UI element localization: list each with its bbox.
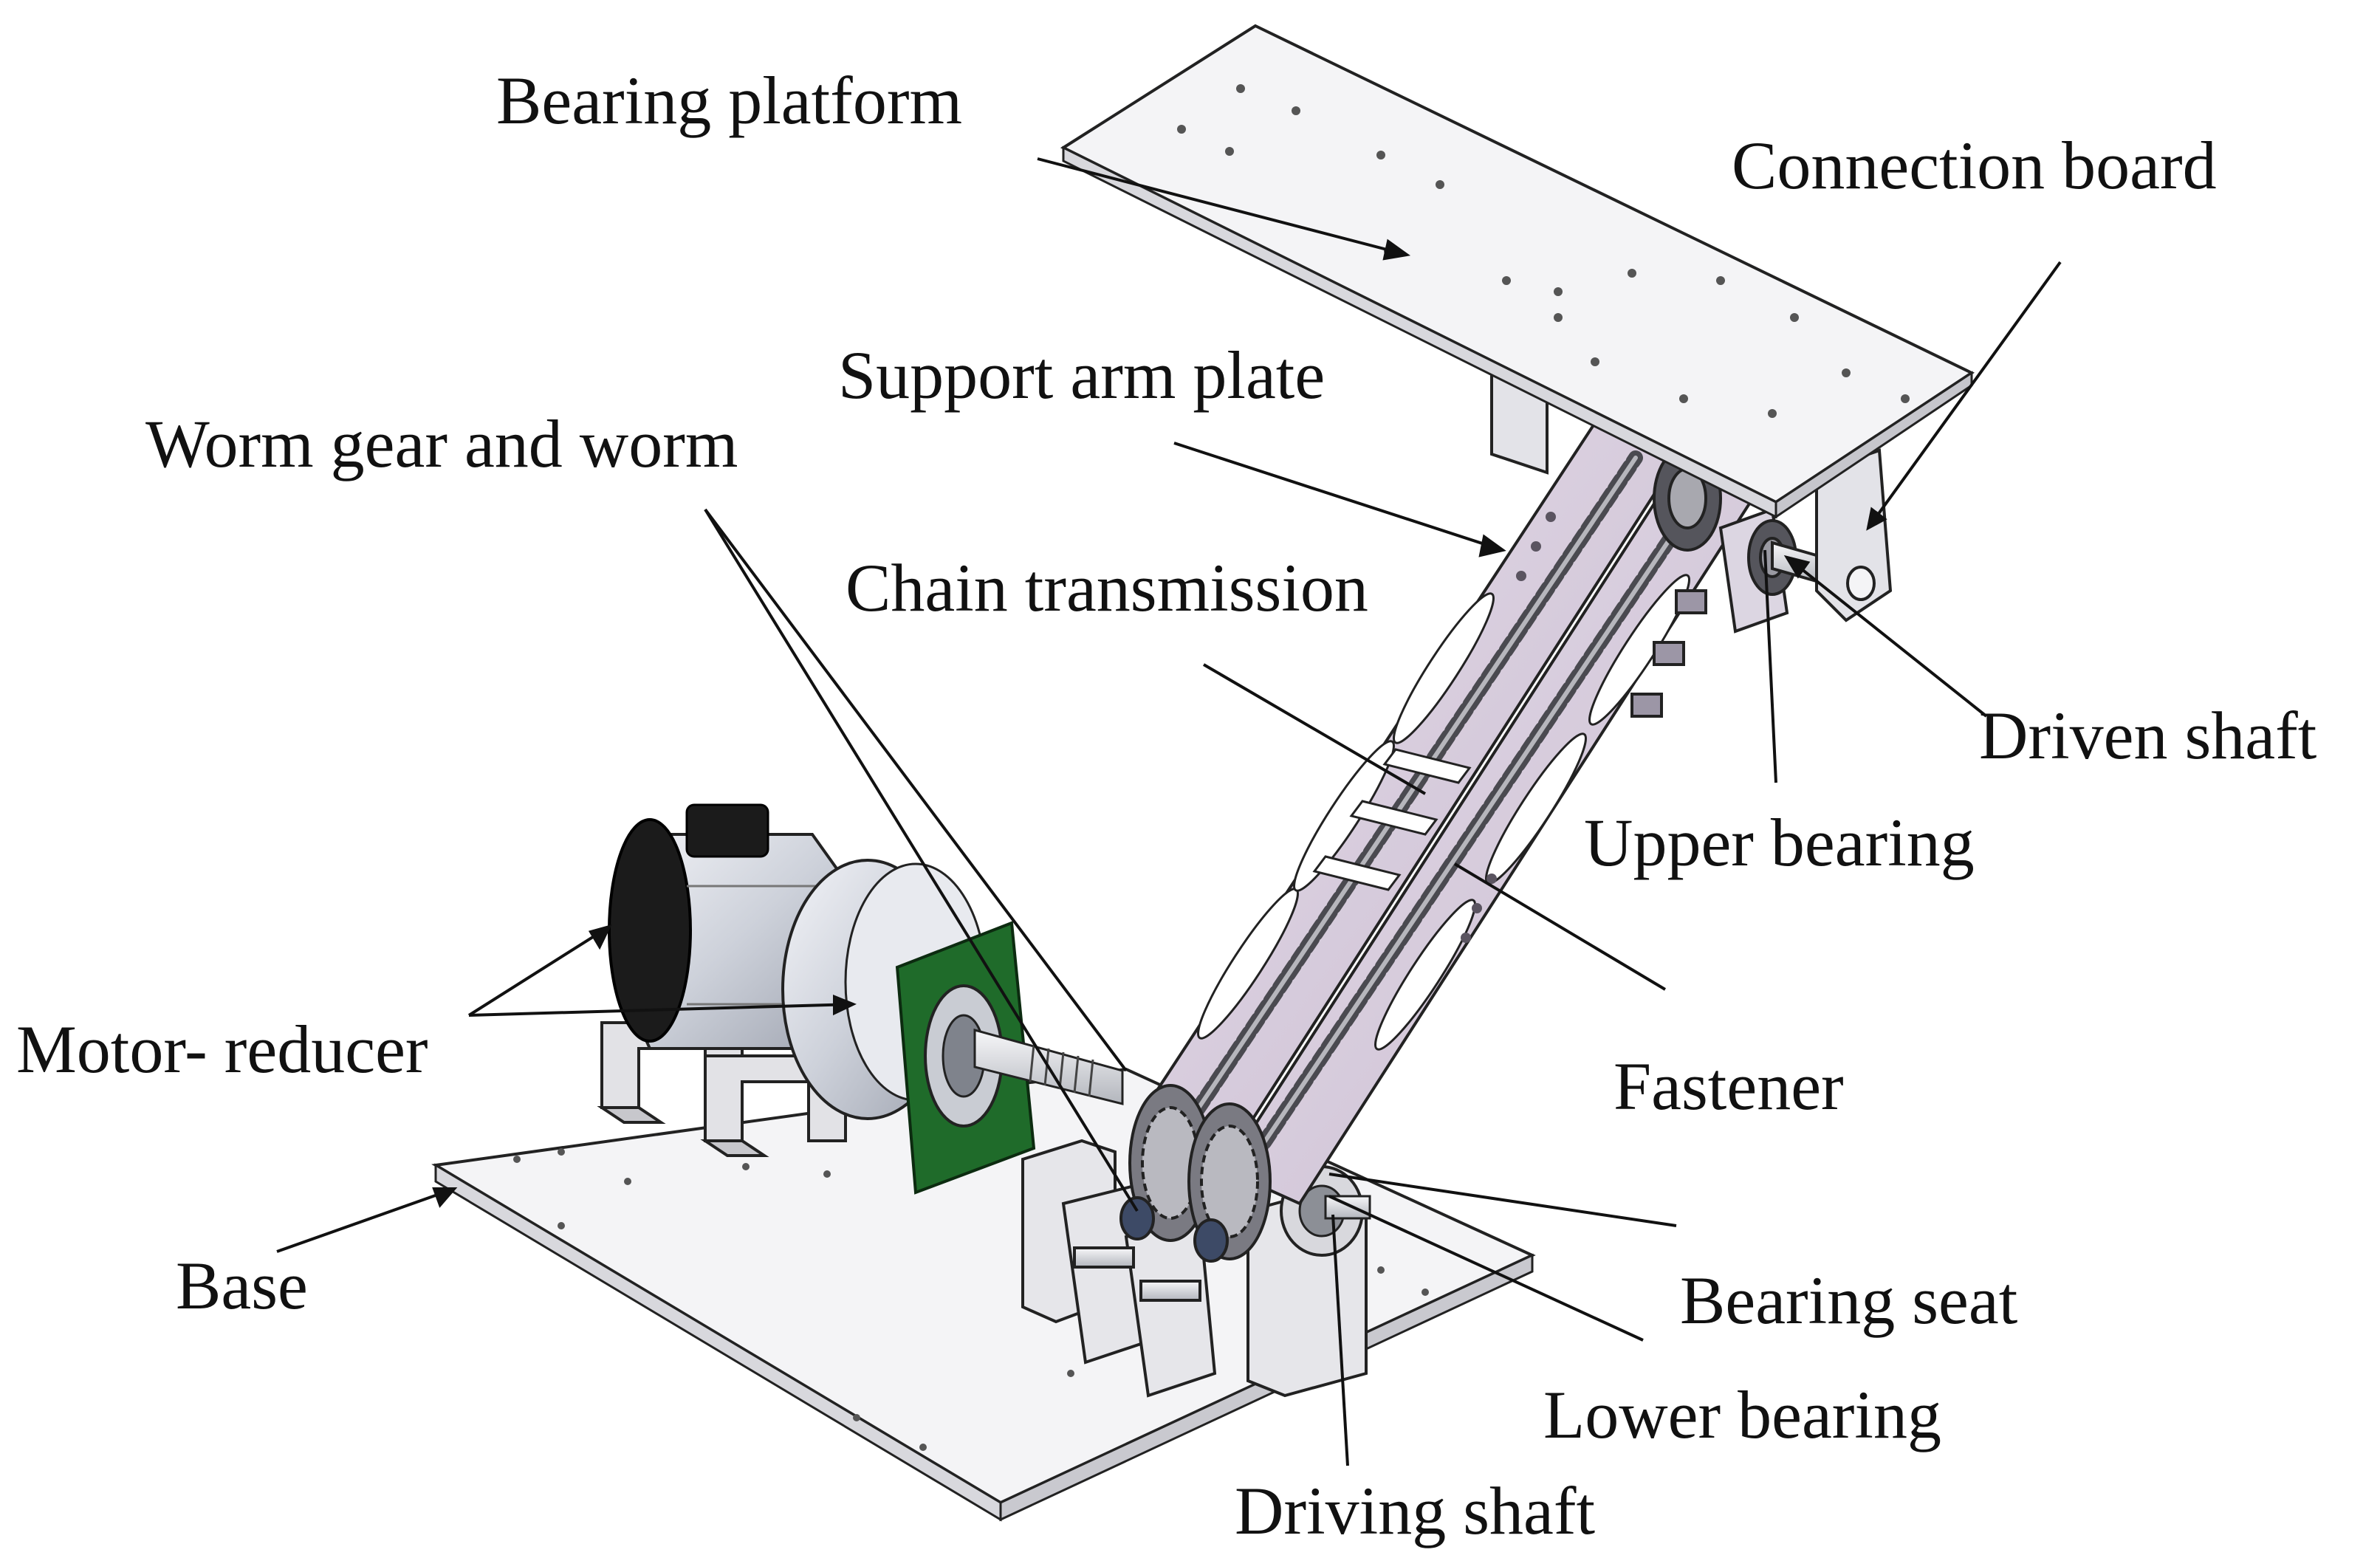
label-base: Base [176,1248,308,1323]
label-worm-gear-and-worm: Worm gear and worm [145,406,738,481]
label-driving-shaft: Driving shaft [1235,1473,1596,1548]
leader-lower-bearing [1328,1195,1644,1342]
leader-base [276,1187,455,1253]
leader-bearing-seat [1328,1173,1677,1227]
bearing-platform [1060,24,1975,519]
label-bearing-platform: Bearing platform [496,63,963,138]
leader-fastener [1453,862,1667,991]
label-driven-shaft: Driven shaft [1979,698,2317,773]
leader-driving-shaft [1331,1214,1349,1466]
leader-worm-gear-2 [704,508,1128,1072]
label-fastener: Fastener [1613,1049,1844,1124]
label-motor-reducer: Motor- reducer [16,1012,428,1087]
lower-sprockets [1119,1084,1272,1263]
leader-lines [276,157,2062,1466]
leader-driven-shaft [1786,556,1988,718]
leader-motor-1 [467,925,611,1017]
leader-support-arm-plate [1173,442,1503,552]
label-bearing-seat: Bearing seat [1680,1263,2018,1338]
leader-upper-bearing [1763,549,1777,783]
leader-bearing-platform [1037,157,1407,256]
chain [1182,450,1709,1163]
fastener-blocks [1312,748,1472,891]
leader-motor-2 [468,1003,854,1017]
label-connection-board: Connection board [1732,128,2217,203]
label-lower-bearing: Lower bearing [1543,1377,1941,1452]
label-chain-transmission: Chain transmission [846,550,1368,625]
leader-connection-board [1867,261,2062,529]
leader-worm-gear-1 [704,508,1139,1212]
label-upper-bearing: Upper bearing [1584,805,1975,880]
leader-chain-transmission [1202,663,1427,795]
label-support-arm-plate: Support arm plate [838,337,1326,413]
